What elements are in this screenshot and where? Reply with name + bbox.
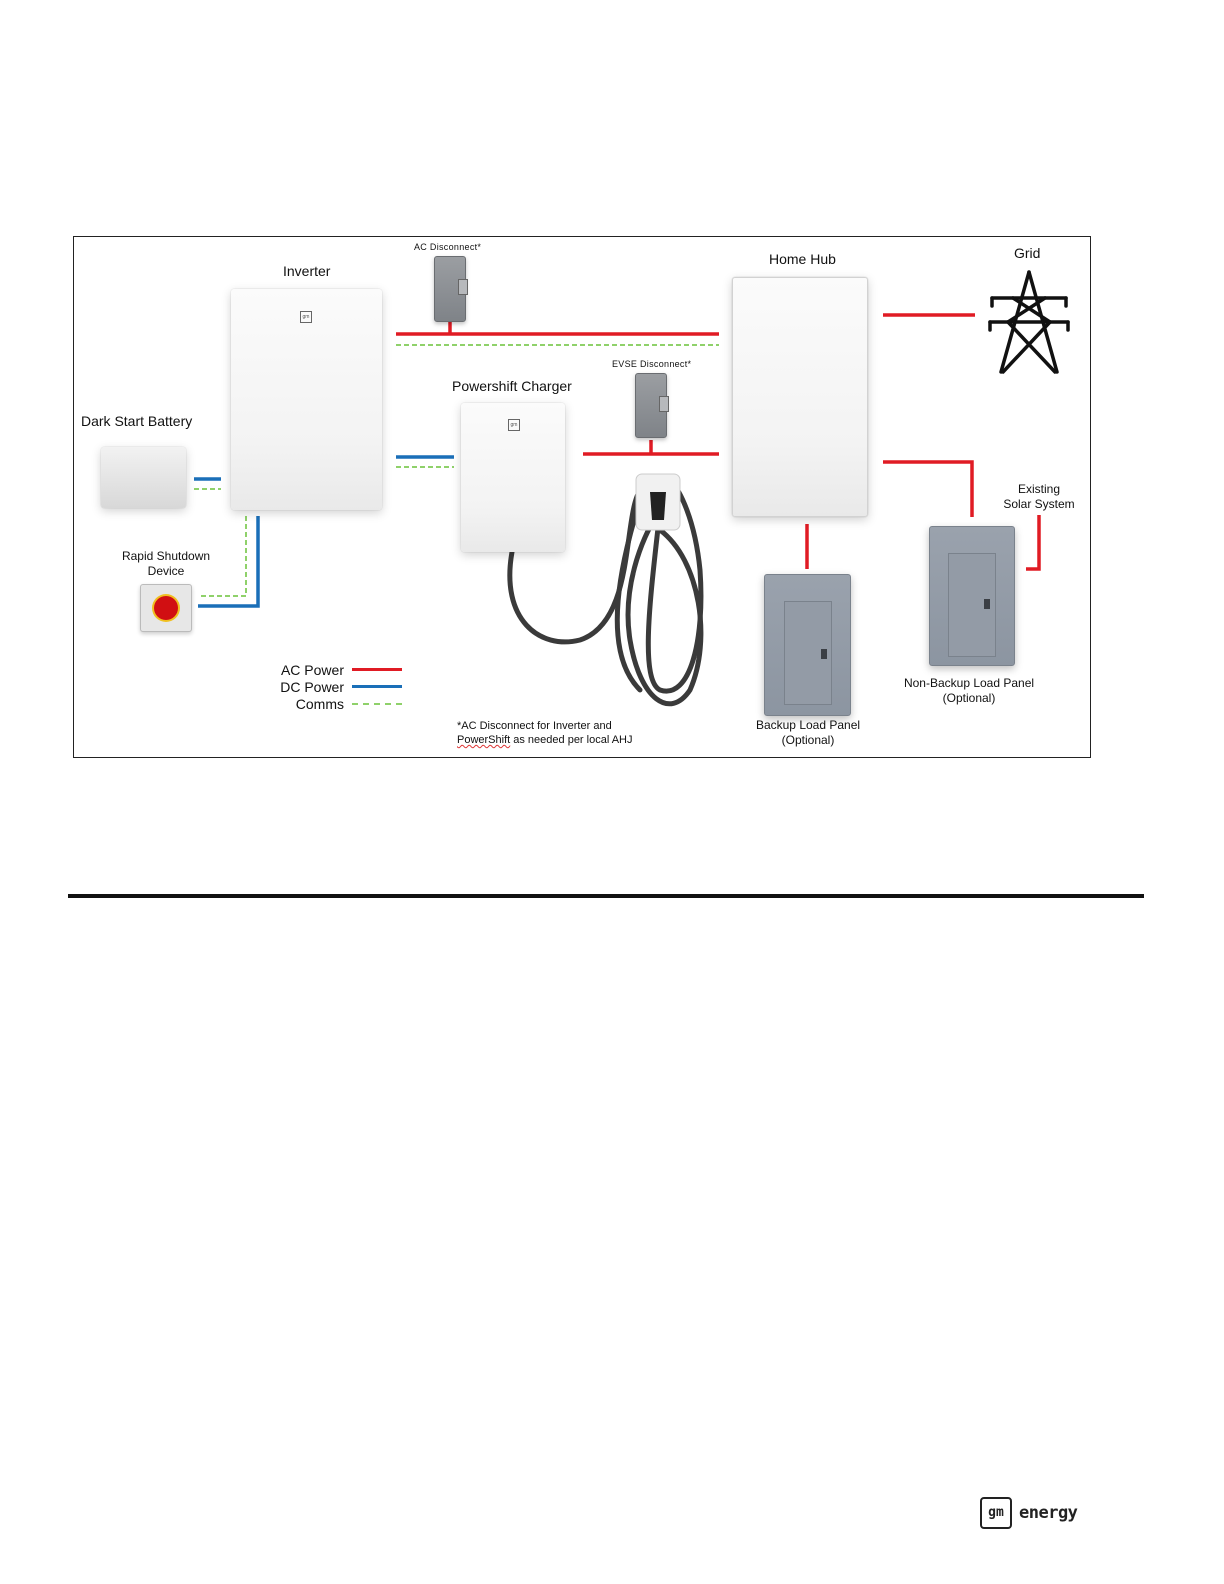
- gm-energy-logo: gm energy: [980, 1497, 1078, 1529]
- legend-swatch-dc: [352, 685, 402, 688]
- backup-label-line1: Backup Load Panel: [755, 718, 861, 732]
- legend-label-dc: DC Power: [280, 678, 344, 695]
- ac-disconnect-label: AC Disconnect*: [414, 242, 482, 252]
- grid-label: Grid: [1014, 245, 1041, 261]
- backup-panel-label: Backup Load Panel (Optional): [748, 718, 868, 748]
- legend-swatch-comms: [352, 702, 402, 705]
- non-backup-label-line2: (Optional): [942, 691, 996, 705]
- gm-logo-mark: gm: [980, 1497, 1012, 1529]
- rapid-shutdown-label-line2: Device: [147, 564, 185, 578]
- rapid-shutdown-label-line1: Rapid Shutdown: [121, 549, 211, 563]
- home-hub-label: Home Hub: [769, 251, 836, 267]
- legend-label-comms: Comms: [295, 695, 344, 712]
- inverter-gm-badge: gm: [300, 311, 312, 323]
- footnote-line1: *AC Disconnect for Inverter and: [457, 720, 612, 732]
- legend-swatch-ac: [352, 668, 402, 671]
- home-hub-unit: [732, 277, 868, 517]
- legend-label-ac: AC Power: [280, 661, 344, 678]
- non-backup-load-panel: [929, 526, 1015, 666]
- existing-solar-label-line2: Solar System: [1003, 497, 1075, 511]
- footnote-line2-rest: as needed per local AHJ: [510, 734, 633, 746]
- evse-disconnect-box: [635, 373, 669, 438]
- section-divider: [68, 894, 1144, 898]
- legend-item-dc: DC Power: [262, 678, 402, 695]
- inverter-unit: gm: [231, 289, 382, 510]
- powershift-charger-label: Powershift Charger: [452, 378, 572, 394]
- rapid-shutdown-button-icon: [154, 596, 178, 620]
- dark-start-battery-unit: [101, 447, 186, 508]
- footnote-line2: PowerShift as needed per local AHJ: [457, 733, 633, 747]
- existing-solar-label-line1: Existing: [1017, 482, 1061, 496]
- existing-solar-label: Existing Solar System: [1001, 482, 1077, 512]
- footnote: *AC Disconnect for Inverter and PowerShi…: [457, 719, 633, 747]
- legend: AC Power DC Power Comms: [262, 661, 402, 712]
- powershift-charger-unit: gm: [461, 403, 565, 552]
- backup-load-panel: [764, 574, 851, 716]
- dark-start-battery-label: Dark Start Battery: [81, 413, 193, 429]
- legend-item-ac: AC Power: [262, 661, 402, 678]
- inverter-label: Inverter: [283, 263, 331, 279]
- gm-logo-word: energy: [1019, 1503, 1078, 1523]
- ac-disconnect-box: [434, 256, 468, 322]
- non-backup-label-line1: Non-Backup Load Panel: [903, 676, 1035, 690]
- rapid-shutdown-device: [140, 584, 192, 632]
- diagram-frame: [73, 236, 1091, 758]
- backup-label-line2: (Optional): [781, 733, 835, 747]
- footnote-powershift: PowerShift: [457, 734, 511, 746]
- charger-gm-badge: gm: [508, 419, 520, 431]
- rapid-shutdown-label: Rapid Shutdown Device: [112, 549, 220, 579]
- non-backup-panel-label: Non-Backup Load Panel (Optional): [895, 676, 1043, 706]
- evse-disconnect-label: EVSE Disconnect*: [612, 359, 692, 369]
- legend-item-comms: Comms: [262, 695, 402, 712]
